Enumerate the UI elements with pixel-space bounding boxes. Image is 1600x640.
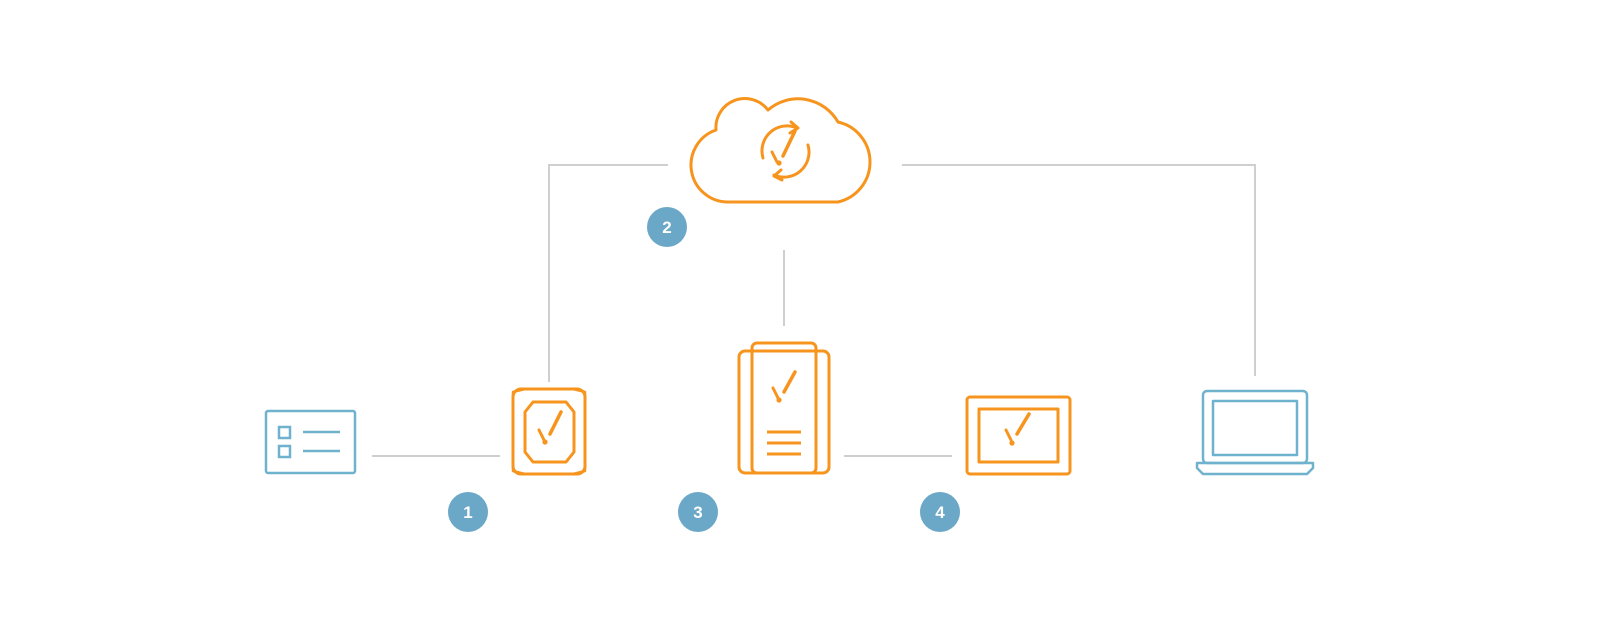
svg-text:1: 1 <box>463 503 472 522</box>
mqtt-server-label-text: MQTT Server <box>711 215 848 240</box>
ignition-mark-scada <box>1004 412 1031 446</box>
ignition-platform-label: Ignition Platform <box>725 484 845 544</box>
edge-gateway-icon <box>511 387 587 476</box>
plc-icon <box>264 409 357 475</box>
plc-label: PLC <box>270 484 350 514</box>
ignition-platform-label-line1: Ignition <box>745 486 825 511</box>
step-badge-edge: 1 <box>448 492 488 532</box>
connector-lines <box>372 164 1256 457</box>
plc-label-text: PLC <box>288 486 332 511</box>
business-applications-label-line1: Business <box>1206 486 1304 511</box>
ignition-mark-cloud <box>770 129 797 166</box>
scada-client-label-line2: Client <box>987 516 1049 541</box>
edge-gateway-label: Edge Gateway <box>490 484 610 544</box>
laptop-icon <box>1195 389 1315 476</box>
svg-text:2: 2 <box>662 218 671 237</box>
ignition-mark-platform <box>771 370 797 403</box>
step-badge-platform: 3 <box>678 492 718 532</box>
mqtt-server-label: MQTT Server <box>711 213 848 243</box>
step-badge-mqtt: 2 <box>647 207 687 247</box>
connector-cloud-to-business <box>902 164 1256 376</box>
business-applications-label-line2: Applications <box>1188 516 1321 541</box>
monitor-icon <box>965 395 1072 476</box>
edge-gateway-label-line2: Gateway <box>504 516 596 541</box>
svg-text:3: 3 <box>693 503 702 522</box>
scada-client-label: SCADA Client <box>958 484 1078 544</box>
cloud-sync-icon <box>689 97 872 204</box>
server-tower-icon <box>737 341 831 475</box>
connector-cloud-to-edge <box>548 164 668 382</box>
ignition-mark-edge <box>537 410 563 445</box>
step-badge-scada: 4 <box>920 492 960 532</box>
scada-client-label-line1: SCADA <box>978 486 1058 511</box>
ignition-platform-label-line2: Platform <box>740 516 830 541</box>
business-applications-label: Business Applications <box>1170 484 1340 544</box>
edge-gateway-label-line1: Edge <box>523 486 577 511</box>
svg-text:4: 4 <box>935 503 945 522</box>
